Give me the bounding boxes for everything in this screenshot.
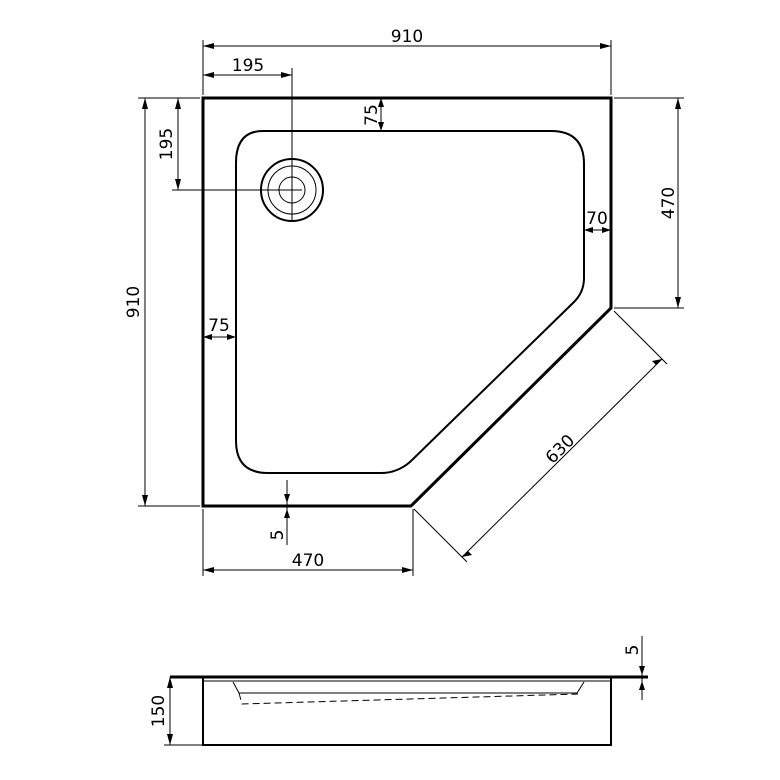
dimension-diagonal: 630 <box>413 310 668 563</box>
section-view: 150 5 <box>149 636 648 746</box>
dimension-label: 470 <box>659 187 679 219</box>
dimension-label: 70 <box>586 209 608 229</box>
dimension-top-width: 910 <box>202 27 612 95</box>
dimension-left-height: 910 <box>124 97 200 507</box>
dimension-drain-offset-x: 195 <box>202 56 293 222</box>
plan-view: 910 195 195 75 <box>124 27 684 576</box>
tray-section-outline <box>202 676 612 746</box>
dimension-label: 910 <box>124 286 144 318</box>
dimension-border-left: 75 <box>203 316 236 340</box>
dimension-label: 5 <box>268 530 288 541</box>
dimension-label: 195 <box>232 56 264 76</box>
tray-outer-outline <box>201 96 613 508</box>
dimension-edge-gap: 5 <box>268 480 290 545</box>
dimension-border-top: 75 <box>362 98 384 131</box>
dimension-label: 630 <box>542 431 579 468</box>
dimension-section-top: 5 <box>623 636 645 700</box>
dimension-label: 75 <box>362 104 382 126</box>
dimension-label: 470 <box>292 551 324 571</box>
dimension-border-right: 70 <box>584 209 611 233</box>
dimension-label: 195 <box>157 128 177 160</box>
dimension-bottom-side: 470 <box>202 509 414 576</box>
dimension-label: 75 <box>208 316 230 336</box>
dimension-drain-offset-y: 195 <box>157 97 292 191</box>
dimension-label: 150 <box>149 695 169 727</box>
dimension-right-side: 470 <box>614 97 684 309</box>
tray-inner-basin <box>235 130 585 474</box>
dimension-label: 5 <box>623 645 643 656</box>
dimension-section-height: 150 <box>149 677 203 746</box>
dimension-label: 910 <box>391 27 423 47</box>
